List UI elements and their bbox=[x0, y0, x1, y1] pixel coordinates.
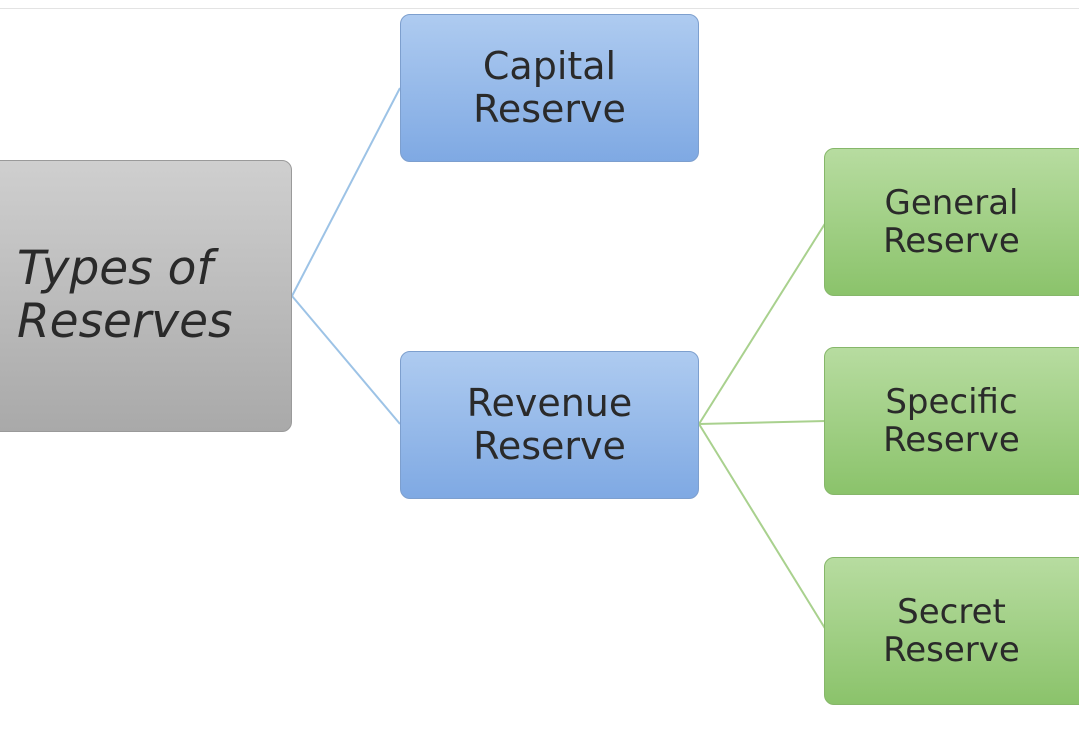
connector-root-capital bbox=[291, 87, 401, 297]
node-types-of-reserves: Types of Reserves bbox=[0, 160, 292, 432]
node-secret-reserve: Secret Reserve bbox=[824, 557, 1079, 705]
node-revenue-reserve: Revenue Reserve bbox=[400, 351, 699, 499]
node-label: Capital Reserve bbox=[473, 44, 626, 131]
node-capital-reserve: Capital Reserve bbox=[400, 14, 699, 162]
node-label: Specific Reserve bbox=[883, 381, 1020, 460]
node-label: Secret Reserve bbox=[883, 591, 1020, 670]
node-general-reserve: General Reserve bbox=[824, 148, 1079, 296]
connector-revenue-specific bbox=[698, 420, 827, 425]
node-label: General Reserve bbox=[883, 182, 1020, 261]
connector-revenue-general bbox=[698, 221, 827, 425]
connector-revenue-secret bbox=[698, 423, 827, 631]
top-divider bbox=[0, 8, 1079, 9]
connector-root-revenue bbox=[291, 295, 401, 425]
node-label: Types of Reserves bbox=[17, 241, 233, 349]
node-label: Revenue Reserve bbox=[466, 381, 633, 468]
node-specific-reserve: Specific Reserve bbox=[824, 347, 1079, 495]
